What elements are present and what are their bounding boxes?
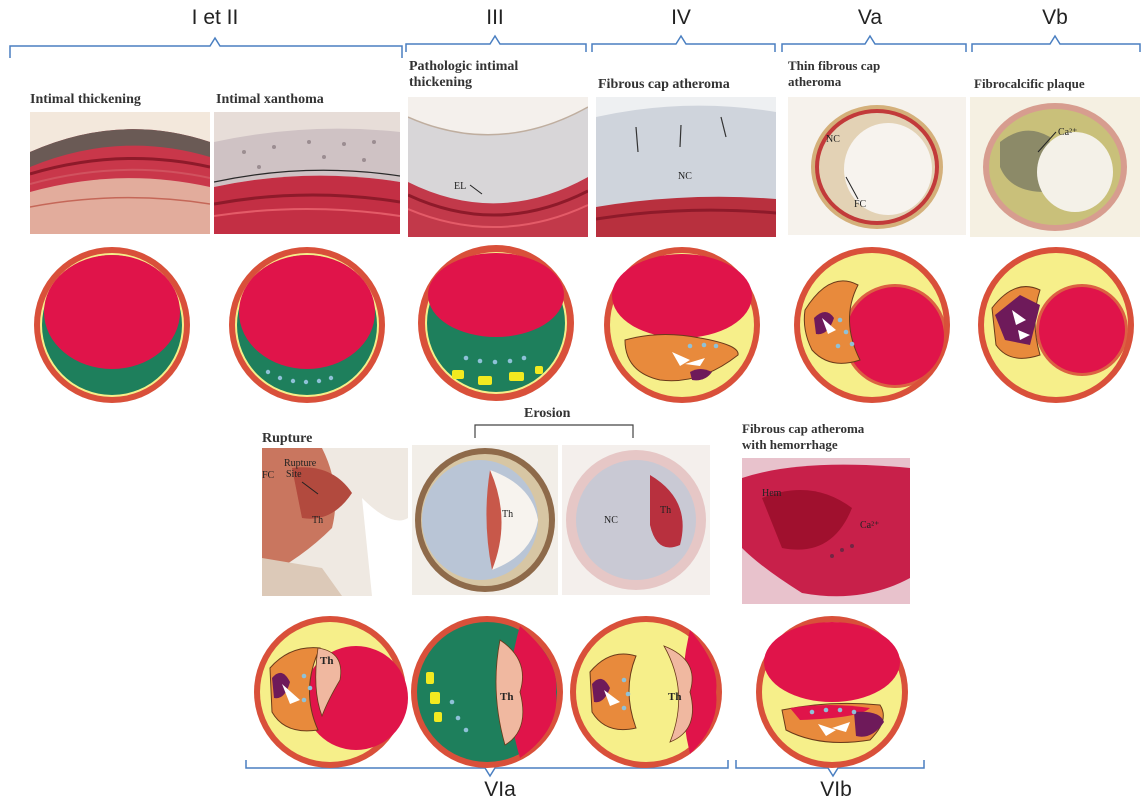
schematic-erosion-2: Th (570, 616, 722, 768)
schematic-th-label-2: Th (500, 691, 513, 703)
schematic-rupture: Th (254, 616, 408, 768)
schematic-hemorrhage (756, 616, 908, 768)
schematic-th-label-1: Th (320, 655, 333, 667)
schematic-erosion-1: Th (411, 616, 563, 768)
schematic-th-label-3: Th (668, 691, 681, 703)
